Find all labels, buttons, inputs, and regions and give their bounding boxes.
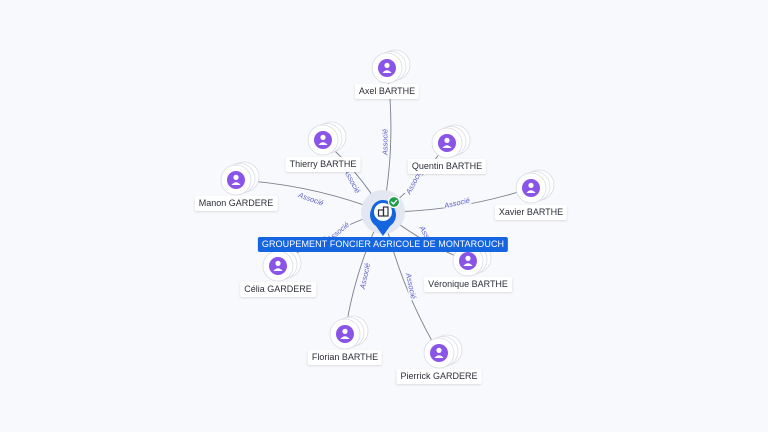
person-node-xavier[interactable] (515, 169, 555, 204)
person-name-celia[interactable]: Célia GARDERE (240, 282, 316, 297)
person-icon (378, 59, 396, 77)
edge-label-bg (403, 167, 425, 197)
person-icon (336, 325, 354, 343)
edge-label-bg (442, 194, 472, 211)
person-node-manon[interactable] (220, 161, 260, 196)
person-icon (522, 179, 540, 197)
building-icon (377, 206, 389, 217)
person-name-pierrick[interactable]: Pierrick GARDERE (396, 369, 482, 384)
person-node-pierrick[interactable] (423, 334, 463, 369)
company-name-label[interactable]: GROUPEMENT FONCIER AGRICOLE DE MONTAROUC… (257, 237, 509, 252)
edge-label-bg (404, 271, 419, 301)
person-icon (227, 171, 245, 189)
person-name-xavier[interactable]: Xavier BARTHE (494, 205, 568, 220)
person-node-florian[interactable] (329, 315, 369, 350)
person-name-veronique[interactable]: Véronique BARTHE (424, 277, 512, 292)
person-name-florian[interactable]: Florian BARTHE (307, 350, 383, 365)
person-icon (438, 134, 456, 152)
edge-label-bg (296, 189, 326, 208)
edge-label-associe: Associé (381, 129, 390, 156)
person-name-manon[interactable]: Manon GARDERE (194, 196, 278, 211)
company-node[interactable] (361, 190, 405, 236)
person-icon (314, 131, 332, 149)
check-badge-icon (387, 195, 401, 209)
edge-label-associe: Associé (442, 196, 471, 211)
person-name-quentin[interactable]: Quentin BARTHE (407, 159, 487, 174)
person-node-axel[interactable] (371, 49, 411, 84)
person-node-celia[interactable] (262, 247, 302, 282)
person-icon (459, 252, 477, 270)
edge-label-bg (380, 128, 389, 156)
person-name-thierry[interactable]: Thierry BARTHE (285, 157, 361, 172)
person-name-axel[interactable]: Axel BARTHE (354, 84, 420, 99)
edge-label-bg (357, 261, 372, 291)
person-icon (430, 344, 448, 362)
person-node-thierry[interactable] (307, 121, 347, 156)
edge-label-bg (341, 166, 363, 196)
person-icon (269, 257, 287, 275)
edge-label-associe: Associé (358, 262, 372, 291)
person-node-quentin[interactable] (431, 124, 471, 159)
